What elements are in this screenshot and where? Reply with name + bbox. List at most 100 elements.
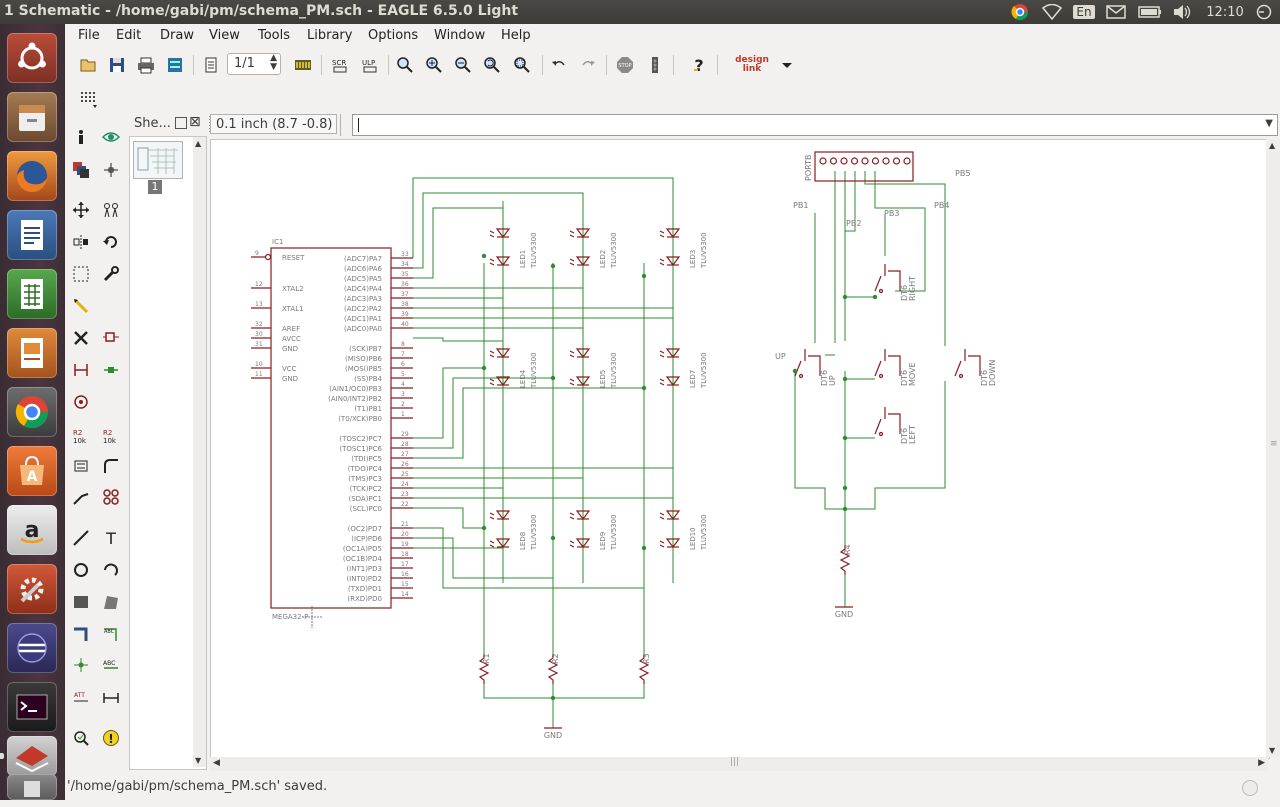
page-selector[interactable]: 1/1 ▲▼ [227, 53, 281, 75]
mail-icon[interactable] [1104, 2, 1128, 22]
chrome-icon[interactable] [7, 387, 57, 437]
mirror-icon[interactable] [69, 230, 93, 254]
print-icon[interactable] [134, 53, 158, 77]
chevron-down-icon[interactable]: ▼ [1265, 118, 1273, 129]
sheets-tab[interactable]: She... ⊠ [129, 114, 207, 134]
scroll-left-icon[interactable]: ◀ [213, 758, 220, 768]
scroll-grip[interactable]: ≡ [1270, 439, 1278, 449]
info-icon[interactable] [69, 125, 93, 149]
scroll-right-icon[interactable]: ▶ [1258, 758, 1265, 768]
spin-arrows-icon[interactable]: ▲▼ [270, 53, 277, 72]
zoom-area-icon[interactable] [510, 53, 534, 77]
circle-icon[interactable] [69, 558, 93, 582]
pinswap-icon[interactable] [69, 358, 93, 382]
vertical-scrollbar[interactable]: ▲ ≡ ▼ [1266, 139, 1280, 757]
zoom-in-icon[interactable] [422, 53, 446, 77]
chrome-tray-icon[interactable] [1008, 2, 1032, 22]
menu-edit[interactable]: Edit [116, 28, 142, 43]
rect-icon[interactable] [69, 590, 93, 614]
dimension-icon[interactable] [99, 686, 123, 710]
paste-icon[interactable] [69, 294, 93, 318]
open-icon[interactable] [77, 53, 101, 77]
script-icon[interactable]: SCR [328, 53, 352, 77]
power-icon[interactable] [1252, 2, 1276, 22]
firefox-icon[interactable] [7, 151, 57, 201]
amazon-icon[interactable]: a [7, 505, 57, 555]
ulp-icon[interactable]: ULP [358, 53, 382, 77]
menu-help[interactable]: Help [501, 28, 531, 43]
zoom-redraw-icon[interactable] [480, 53, 504, 77]
libreoffice-calc-icon[interactable] [7, 269, 57, 319]
menu-options[interactable]: Options [368, 28, 419, 43]
zoom-fit-icon[interactable] [393, 53, 417, 77]
grid-icon[interactable] [79, 89, 99, 109]
design-link-button[interactable]: design link [735, 55, 769, 74]
menu-tools[interactable]: Tools [258, 28, 291, 43]
miter-icon[interactable] [99, 454, 123, 478]
close-icon[interactable]: ⊠ [189, 114, 201, 130]
undo-icon[interactable] [547, 53, 571, 77]
help-icon[interactable]: ? [687, 53, 711, 77]
replace-icon[interactable] [69, 390, 93, 414]
ubuntu-dash-icon[interactable] [7, 33, 57, 83]
menu-window[interactable]: Window [434, 28, 486, 43]
sheets-scrollbar[interactable]: ▲ ▼ [193, 137, 206, 767]
delete-icon[interactable] [69, 326, 93, 350]
command-line-input[interactable]: ▼ [352, 114, 1278, 136]
zoom-out-icon[interactable] [451, 53, 475, 77]
redo-icon[interactable] [576, 53, 600, 77]
menu-file[interactable]: File [78, 28, 100, 43]
invoke-icon[interactable] [99, 485, 123, 509]
save-icon[interactable] [105, 53, 129, 77]
group-icon[interactable] [69, 262, 93, 286]
keyboard-indicator[interactable]: En [1072, 2, 1096, 22]
text-icon[interactable]: T [99, 526, 123, 550]
trash-icon[interactable] [7, 774, 57, 800]
split-icon[interactable] [69, 485, 93, 509]
menu-draw[interactable]: Draw [160, 28, 194, 43]
wifi-icon[interactable] [1040, 2, 1064, 22]
wire-icon[interactable] [69, 526, 93, 550]
polygon-icon[interactable] [99, 590, 123, 614]
sheet-thumbnail[interactable] [133, 141, 183, 179]
terminal-icon[interactable] [7, 682, 57, 732]
battery-icon[interactable] [1136, 2, 1164, 22]
smash-icon[interactable] [69, 454, 93, 478]
files-icon[interactable] [7, 92, 57, 142]
clock[interactable]: 12:10 [1206, 4, 1244, 20]
mark-icon[interactable] [99, 158, 123, 182]
display-layers-icon[interactable] [69, 158, 93, 182]
go-icon[interactable] [643, 53, 667, 77]
eagle-app-icon[interactable] [7, 736, 57, 776]
show-eye-icon[interactable] [99, 125, 123, 149]
move-icon[interactable] [69, 198, 93, 222]
eclipse-icon[interactable] [7, 623, 57, 673]
rotate-icon[interactable] [99, 230, 123, 254]
board-switch-icon[interactable] [291, 53, 315, 77]
attribute-icon[interactable]: ATT [69, 686, 93, 710]
gateswap-icon[interactable] [99, 358, 123, 382]
scroll-grip[interactable]: ||| [730, 757, 740, 767]
label-icon[interactable]: ABC [99, 653, 123, 677]
net-icon[interactable]: ABC [99, 622, 123, 646]
scroll-down-icon[interactable]: ▼ [1269, 746, 1276, 755]
errors-icon[interactable]: ! [99, 726, 123, 750]
system-settings-icon[interactable] [7, 564, 57, 614]
menu-view[interactable]: View [209, 28, 240, 43]
add-part-icon[interactable] [99, 326, 123, 350]
bus-icon[interactable] [69, 622, 93, 646]
horizontal-scrollbar[interactable]: ◀ ||| ▶ [210, 757, 1268, 771]
float-icon[interactable] [175, 117, 187, 129]
erc-icon[interactable] [69, 726, 93, 750]
scroll-up-icon[interactable]: ▲ [1269, 141, 1276, 150]
libreoffice-impress-icon[interactable] [7, 328, 57, 378]
volume-icon[interactable] [1170, 2, 1194, 22]
dropdown-arrow-icon[interactable] [775, 53, 799, 77]
cam-processor-icon[interactable] [163, 53, 187, 77]
arc-icon[interactable] [99, 558, 123, 582]
change-wrench-icon[interactable] [99, 262, 123, 286]
sheet-icon[interactable] [199, 53, 223, 77]
